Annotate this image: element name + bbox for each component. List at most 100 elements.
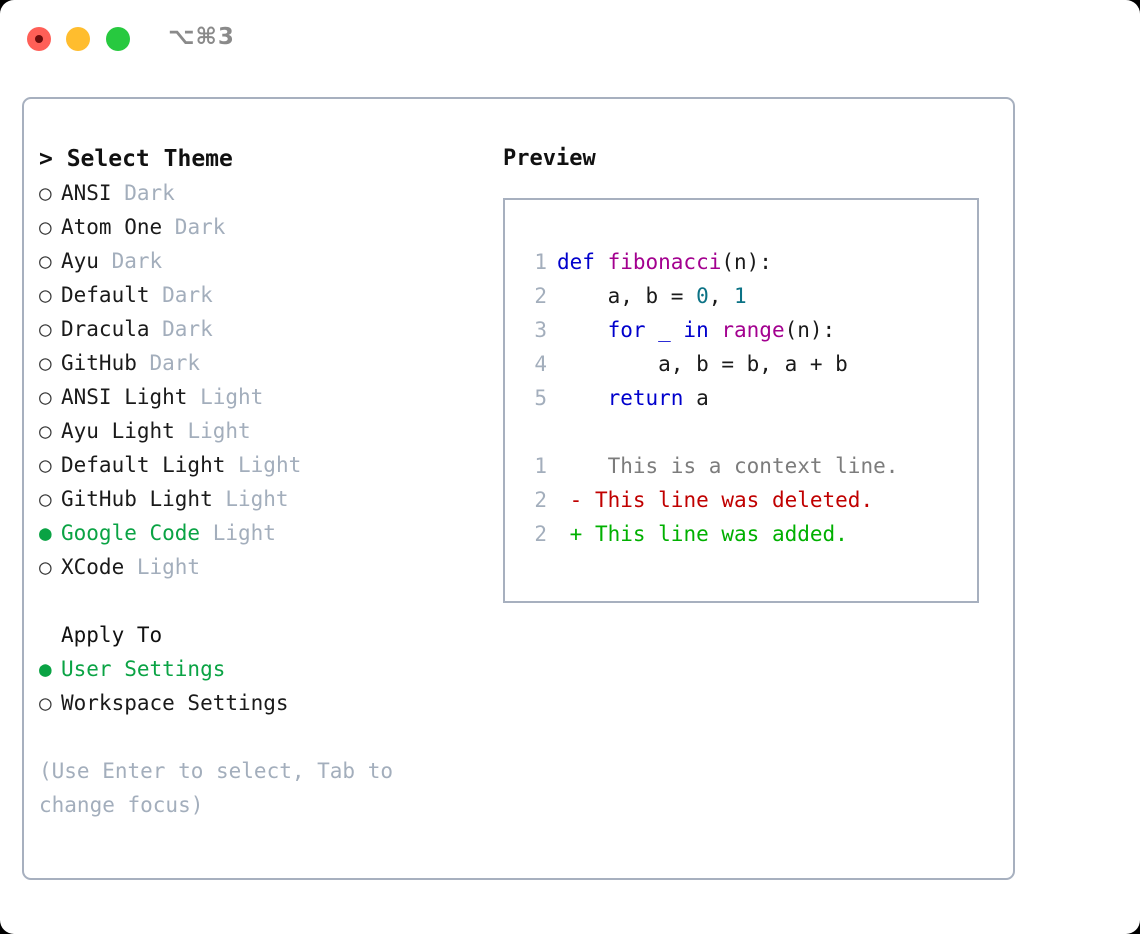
section-spacer — [39, 584, 479, 618]
code-token: 1 — [734, 284, 747, 308]
code-token: (n): — [721, 250, 772, 274]
keyboard-shortcut-label: ⌥⌘3 — [168, 24, 235, 50]
code-token — [557, 318, 608, 342]
theme-name: Default — [61, 283, 150, 307]
theme-list-item[interactable]: ○ XCode Light — [39, 550, 479, 584]
theme-kind-badge: Light — [187, 385, 264, 409]
code-line: 5 return a — [521, 381, 898, 415]
theme-kind-badge: Light — [225, 453, 302, 477]
radio-unselected-icon: ○ — [39, 351, 52, 375]
theme-list-item[interactable]: ○ ANSI Dark — [39, 176, 479, 210]
code-token — [557, 386, 608, 410]
theme-kind-badge: Light — [124, 555, 201, 579]
theme-list-item[interactable]: ○ Ayu Light Light — [39, 414, 479, 448]
theme-list-item[interactable]: ○Dracula Dark — [39, 312, 479, 346]
theme-list-item[interactable]: ○ Atom One Dark — [39, 210, 479, 244]
code-line-number: 2 — [534, 522, 547, 546]
apply-to-option[interactable]: ● User Settings — [39, 652, 479, 686]
code-line: 3 for _ in range(n): — [521, 313, 898, 347]
radio-unselected-icon: ○ — [39, 385, 52, 409]
theme-list-item[interactable]: ○ Default Dark — [39, 278, 479, 312]
theme-kind-badge: Dark — [98, 249, 163, 273]
page-title: > Select Theme — [39, 146, 233, 172]
radio-unselected-icon: ○ — [39, 283, 52, 307]
code-line: 1 def fibonacci(n): — [521, 245, 898, 279]
radio-unselected-icon: ○ — [39, 555, 52, 579]
radio-unselected-icon: ○ — [39, 181, 52, 205]
theme-kind-badge: Dark — [149, 283, 213, 307]
diff-line: 1 This is a context line. — [521, 449, 898, 483]
apply-to-option-label: Workspace Settings — [61, 691, 289, 715]
theme-kind-badge: Light — [174, 419, 251, 443]
content-frame: > Select Theme ○ANSI Dark○Atom One Dark○… — [22, 97, 1015, 880]
code-token: fibonacci — [607, 250, 722, 274]
radio-unselected-icon: ○ — [39, 453, 52, 477]
diff-text: This line was added. — [582, 522, 848, 546]
theme-list-item[interactable]: ○GitHub Light Light — [39, 482, 479, 516]
code-token: range — [721, 318, 785, 342]
diff-marker: + — [557, 522, 583, 546]
theme-kind-badge: Light — [212, 487, 289, 511]
code-token: (n): — [784, 318, 836, 342]
code-token: 0 — [696, 284, 709, 308]
theme-list-item[interactable]: ●Google Code Light — [39, 516, 479, 550]
theme-kind-badge: Dark — [111, 181, 175, 205]
radio-unselected-icon: ○ — [39, 691, 52, 715]
radio-unselected-icon: ○ — [39, 487, 52, 511]
keyboard-hint-text: (Use Enter to select, Tab to change focu… — [39, 759, 406, 817]
radio-unselected-icon: ○ — [39, 249, 52, 273]
code-line-number: 1 — [534, 250, 547, 274]
close-button[interactable] — [27, 27, 51, 51]
code-line-number: 2 — [534, 488, 547, 512]
theme-name: XCode — [61, 555, 125, 579]
theme-name: Default Light — [61, 453, 226, 477]
theme-list-item[interactable]: ○GitHub Dark — [39, 346, 479, 380]
code-line-number: 2 — [534, 284, 547, 308]
radio-unselected-icon: ○ — [39, 317, 52, 341]
code-line-number: 4 — [534, 352, 547, 376]
theme-kind-badge: Dark — [136, 351, 201, 375]
code-token: a, b = — [557, 284, 697, 308]
theme-name: Atom One — [61, 215, 163, 239]
theme-kind-badge: Dark — [162, 215, 226, 239]
apply-to-option-label: User Settings — [61, 657, 226, 681]
code-token: return — [607, 386, 684, 410]
diff-text: This is a context line. — [582, 454, 899, 478]
diff-line: 2 + This line was added. — [521, 517, 898, 551]
theme-list-item[interactable]: ○ Default Light Light — [39, 448, 479, 482]
theme-list[interactable]: ○ ANSI Dark ○ Atom One Dark ○ Ayu Dark ○ Defaul… — [39, 176, 479, 584]
theme-list-item[interactable]: ○ ANSI Light Light — [39, 380, 479, 414]
code-token: , — [708, 284, 735, 308]
diff-text: This line was deleted. — [582, 488, 874, 512]
radio-unselected-icon: ○ — [39, 419, 52, 443]
radio-unselected-icon: ○ — [39, 215, 52, 239]
code-token: a, b = b, a + b — [557, 352, 848, 376]
theme-kind-badge: Light — [200, 521, 276, 545]
minimize-button[interactable] — [66, 27, 90, 51]
code-line-number: 3 — [534, 318, 547, 342]
maximize-button[interactable] — [106, 27, 130, 51]
code-line: 4 a, b = b, a + b — [521, 347, 898, 381]
diff-marker — [557, 454, 582, 478]
code-diff-spacer — [521, 415, 898, 449]
theme-kind-badge: Dark — [149, 317, 213, 341]
diff-marker: - — [557, 488, 583, 512]
title-bar: ⌥⌘3 — [0, 0, 1140, 78]
theme-list-item[interactable]: ○ Ayu Dark — [39, 244, 479, 278]
diff-line: 2 - This line was deleted. — [521, 483, 898, 517]
code-token: for _ in — [607, 318, 722, 342]
code-token: def — [557, 250, 608, 274]
apply-to-list[interactable]: ● User Settings ○ Workspace Settings — [39, 652, 479, 720]
theme-name: ANSI Light — [61, 385, 188, 409]
theme-name: Ayu — [61, 249, 99, 273]
radio-selected-icon: ● — [39, 657, 52, 681]
apply-to-option[interactable]: ○ Workspace Settings — [39, 686, 479, 720]
theme-name: ANSI — [61, 181, 112, 205]
code-line: 2 a, b = 0, 1 — [521, 279, 898, 313]
theme-name: Ayu Light — [61, 419, 175, 443]
theme-picker-panel: > Select Theme ○ANSI Dark○Atom One Dark○… — [39, 142, 479, 822]
